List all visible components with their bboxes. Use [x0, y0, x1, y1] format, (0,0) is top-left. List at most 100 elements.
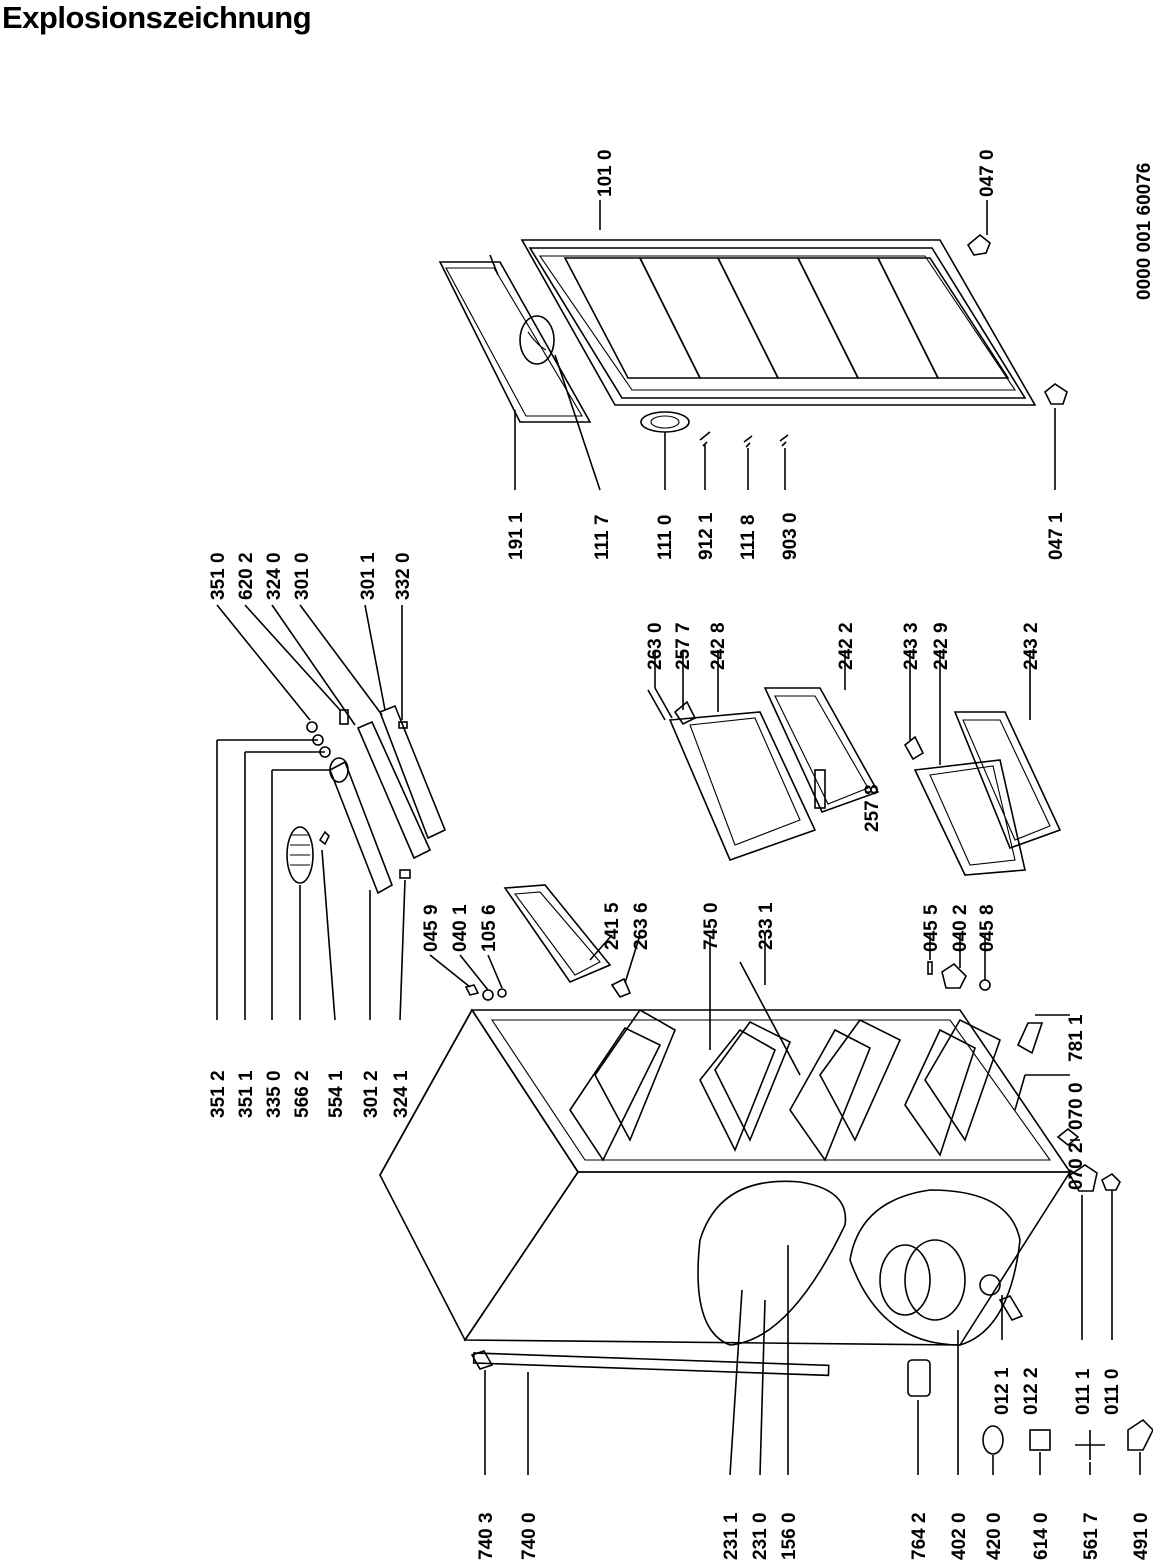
label-040-1: 040 1 [450, 904, 471, 952]
shelf-2 [594, 1008, 677, 1142]
label-241-5: 241 5 [602, 902, 623, 950]
label-420-0: 420 0 [984, 1512, 1005, 1560]
label-156-0: 156 0 [779, 1512, 800, 1560]
label-740-3: 740 3 [476, 1512, 497, 1560]
label-566-2: 566 2 [292, 1070, 313, 1118]
knob-351-0 [306, 721, 318, 733]
part-257-7 [673, 700, 697, 726]
door-panel-4 [796, 257, 940, 379]
cabinet-side-left [379, 1008, 579, 1342]
label-233-1: 233 1 [756, 902, 777, 950]
label-011-1: 011 1 [1073, 1368, 1094, 1415]
label-301-2: 301 2 [361, 1070, 382, 1118]
label-351-1: 351 1 [236, 1070, 257, 1118]
label-764-2: 764 2 [909, 1512, 930, 1560]
label-011-0: 011 0 [1102, 1369, 1123, 1416]
shelf-4 [714, 1020, 792, 1142]
door-cover-plate-inner [445, 267, 583, 417]
clip-332-0 [398, 721, 408, 729]
shelf-1 [569, 1026, 662, 1162]
compressor-area [849, 1189, 1021, 1346]
label-111-8: 111 8 [738, 515, 759, 560]
part-554-1 [318, 830, 330, 846]
label-912-1: 912 1 [696, 512, 717, 560]
compressor-body [904, 1239, 966, 1321]
label-045-9: 045 9 [421, 904, 442, 952]
label-070-2: 070 2 [1066, 1142, 1087, 1190]
label-047-1: 047 1 [1046, 512, 1067, 560]
door-cover-edge [489, 254, 499, 276]
compressor-402-0 [879, 1244, 931, 1316]
shelf-5 [789, 1028, 872, 1162]
hinge-part-047-0 [966, 233, 991, 256]
rail-263-0 [647, 689, 666, 721]
label-040-2: 040 2 [950, 904, 971, 952]
label-620-2: 620 2 [236, 552, 257, 600]
control-panel-301-0 [356, 720, 432, 860]
shelf-6 [819, 1018, 902, 1142]
label-045-5: 045 5 [921, 904, 942, 952]
label-070-0: 070 0 [1066, 1082, 1087, 1130]
door-frame-inner [528, 247, 1027, 399]
drawer-242-8 [668, 711, 817, 862]
label-745-0: 745 0 [701, 902, 722, 950]
part-764-2 [907, 1359, 931, 1397]
label-554-1: 554 1 [326, 1070, 347, 1118]
part-420-0 [982, 1425, 1004, 1455]
label-561-7: 561 7 [1081, 1512, 1102, 1560]
shelf-3 [699, 1028, 777, 1152]
spring-566-2 [286, 826, 314, 884]
door-gasket [538, 255, 1017, 391]
screw-045-8 [979, 979, 991, 991]
part-561-7 [1075, 1430, 1105, 1460]
label-402-0: 402 0 [949, 1512, 970, 1560]
control-housing-301-2 [328, 760, 393, 895]
hinge-011-1 [1068, 1164, 1098, 1192]
page-title: Explosionszeichnung [2, 0, 312, 35]
part-614-0 [1029, 1429, 1051, 1451]
shelf-8 [924, 1018, 1001, 1142]
drawer-front-242-2-inner [774, 695, 869, 805]
foot-011-0 [1101, 1172, 1121, 1191]
part-070-2 [1056, 1127, 1080, 1147]
door-panel-5 [876, 257, 1010, 379]
label-301-0: 301 0 [292, 552, 313, 600]
part-012-2 [998, 1295, 1024, 1321]
label-263-6: 263 6 [631, 902, 652, 950]
control-panel-parts [286, 704, 447, 895]
door-handle-knob-inner [650, 415, 680, 429]
label-263-0: 263 0 [645, 622, 666, 670]
clip-324-1 [399, 869, 411, 879]
cabinet-body [379, 961, 1153, 1460]
label-257-7: 257 7 [673, 622, 694, 670]
label-324-0: 324 0 [264, 552, 285, 600]
door-handle-knob [640, 411, 690, 433]
label-351-2: 351 2 [208, 1070, 229, 1118]
logo-emblem-mark [527, 331, 547, 351]
label-903-0: 903 0 [780, 512, 801, 560]
label-111-7: 111 7 [592, 515, 613, 560]
washer-040-1 [482, 989, 494, 1001]
label-351-0: 351 0 [208, 552, 229, 600]
label-045-8: 045 8 [977, 904, 998, 952]
label-301-1: 301 1 [358, 552, 379, 600]
cabinet-liner [490, 1019, 1052, 1161]
label-257-8: 257 8 [862, 784, 883, 832]
part-243-3 [903, 735, 925, 761]
label-243-3: 243 3 [901, 622, 922, 670]
spring-coils [290, 834, 310, 866]
logo-emblem [519, 315, 555, 365]
rail-233-1 [739, 961, 801, 1076]
drawer-242-9-inner [929, 765, 1016, 866]
cabinet-side-back [463, 1171, 1072, 1346]
leader-lines [216, 200, 1141, 1476]
drawer-front-241-5 [503, 884, 612, 983]
label-101-0: 101 0 [595, 149, 616, 197]
part-740-3 [470, 1350, 494, 1370]
label-781-1: 781 1 [1066, 1014, 1087, 1062]
door-frame [520, 239, 1037, 406]
label-740-0: 740 0 [519, 1512, 540, 1560]
part-012-1 [979, 1274, 1001, 1296]
cabinet-top-opening [470, 1009, 1072, 1173]
